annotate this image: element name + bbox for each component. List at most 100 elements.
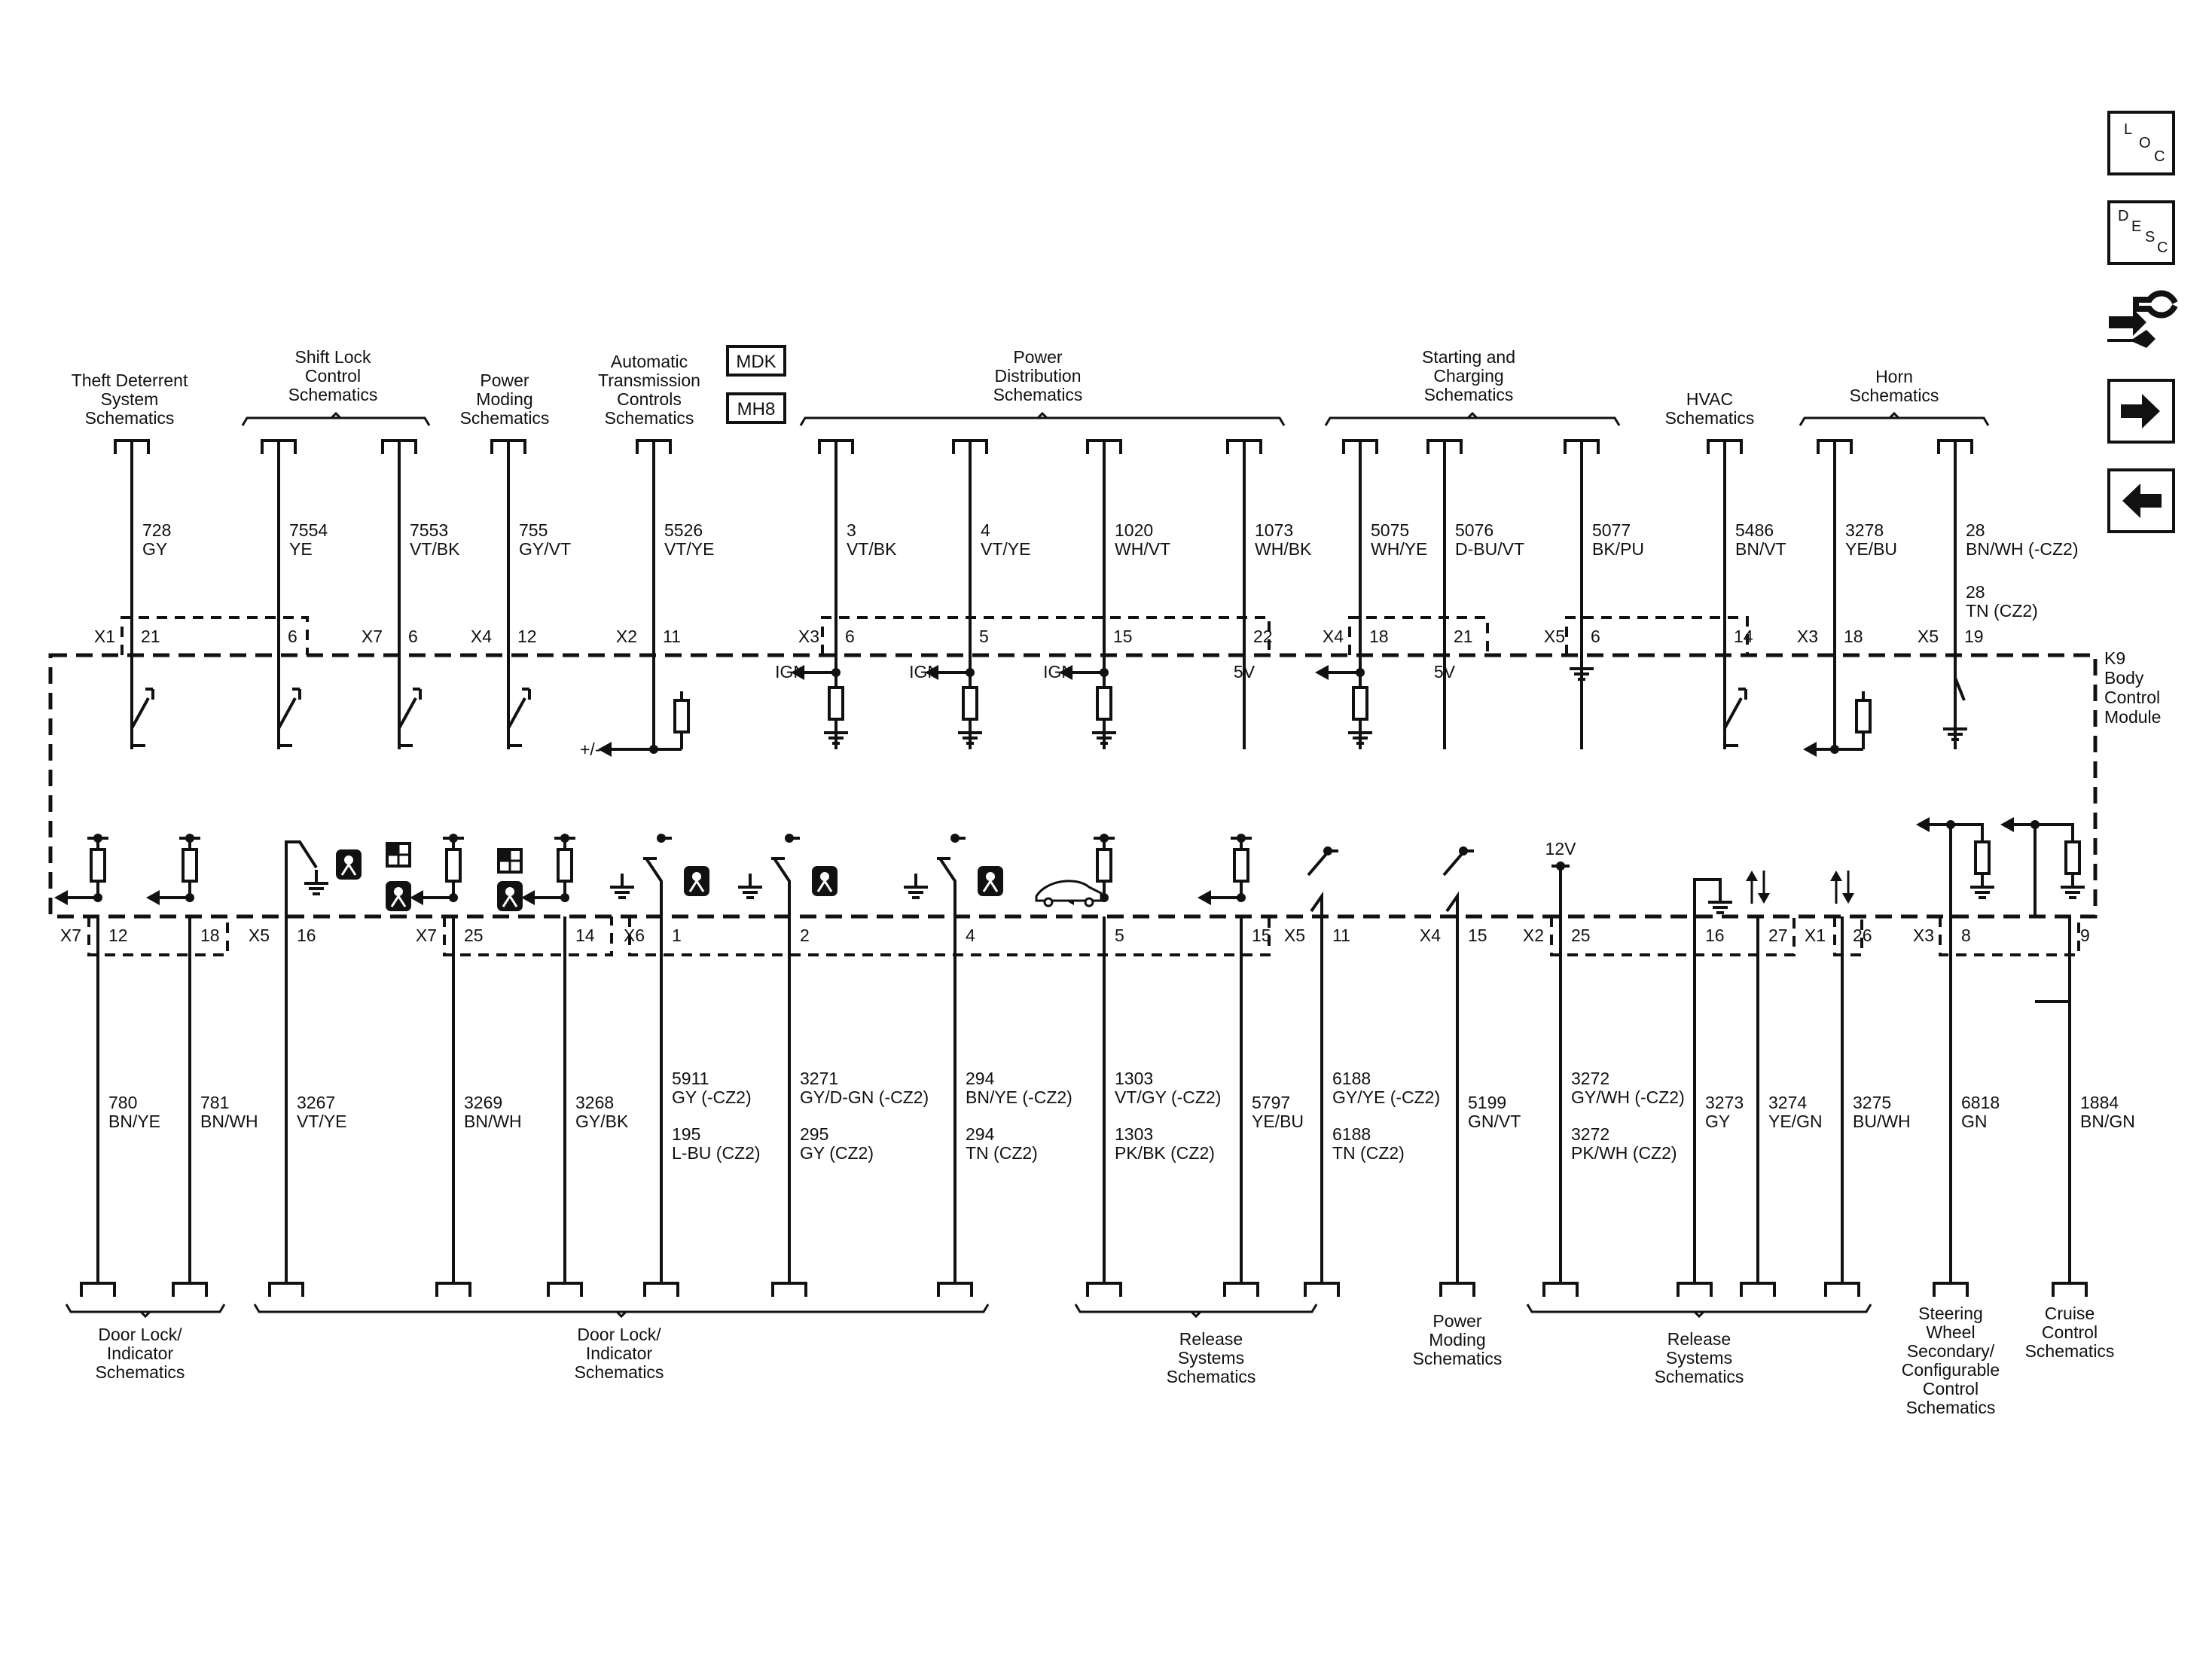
top-switch-2-blade	[398, 697, 417, 729]
bottom-color-1: BN/WH	[200, 1112, 258, 1131]
bottom-connector-17	[2052, 1282, 2088, 1297]
dest-start-line-2: Schematics	[1424, 385, 1514, 404]
bottom-connector-13	[1677, 1282, 1713, 1297]
bracket-release2-tick	[1693, 1310, 1705, 1319]
dest-doorlock1-line-1: Indicator	[107, 1343, 174, 1363]
top-color-13: YE/BU	[1845, 539, 1897, 559]
door-switch-2	[938, 857, 956, 916]
bottom-circuit-16: 6818	[1961, 1093, 2000, 1112]
out-resistor-2	[445, 848, 462, 883]
bottom-circuit-11: 5199	[1468, 1093, 1506, 1112]
door-lock-icon-2-head	[986, 872, 995, 881]
bottom-pin-2: 16	[297, 926, 316, 945]
sw-in-0	[1949, 823, 1984, 916]
bottom-connector-7	[937, 1282, 973, 1297]
bottom-color-2: VT/YE	[297, 1112, 346, 1131]
bottom-pin-6: 2	[800, 926, 810, 945]
bottom-circuit-1: 781	[200, 1093, 229, 1112]
dest-steering-line-3: Configurable	[1902, 1360, 2000, 1380]
ign-arrow-1	[925, 665, 938, 680]
bottom-conn-group-4	[1833, 916, 1863, 956]
top-switch-3-blade	[507, 697, 526, 729]
lock-icon-3-head	[505, 887, 514, 896]
top-circuit-7: 1020	[1115, 520, 1153, 540]
top-conn-4: X2	[616, 627, 637, 646]
dest-doorlock2-line-2: Schematics	[575, 1362, 664, 1382]
bracket-horn	[1799, 416, 1990, 426]
v5-label-1: 5V	[1234, 662, 1256, 682]
top-conn-group-2	[1348, 616, 1489, 655]
bottom-color-6: GY/D-GN (-CZ2)	[800, 1087, 929, 1107]
bracket-horn-tick	[1888, 411, 1900, 419]
out-resistor-4	[1096, 848, 1112, 883]
ign-arrow-2	[1059, 665, 1072, 680]
dest-pmode2-line-1: Moding	[1429, 1330, 1485, 1350]
gnd-3273-lead	[1693, 878, 1722, 916]
bottom-color2-7: TN (CZ2)	[966, 1143, 1038, 1163]
bottom-connector-5	[643, 1282, 679, 1297]
module-label-line-1: Body	[2104, 668, 2144, 688]
sw-in-arrow-0	[1916, 817, 1930, 832]
bottom-circuit2-6: 295	[800, 1124, 828, 1144]
bidir-down-head-1	[1842, 893, 1854, 904]
dest-doorlock2-line-0: Door Lock/	[577, 1325, 661, 1344]
bottom-connector-10	[1304, 1282, 1340, 1297]
bottom-pin-5: 1	[672, 926, 682, 945]
bottom-color2-5: L-BU (CZ2)	[672, 1143, 761, 1163]
bottom-connector-6	[771, 1282, 807, 1297]
next-page-button[interactable]	[2107, 379, 2175, 444]
v12-label: 12V	[1545, 839, 1577, 858]
hvac-switch-blade	[1723, 697, 1743, 729]
top-conn-group-3	[1565, 616, 1749, 655]
ign-arrow-0	[791, 665, 804, 680]
top-circuit-11: 5077	[1592, 520, 1631, 540]
top-conn-5: X3	[798, 627, 819, 646]
lock-icon-1-head	[344, 855, 353, 865]
top-pin-0: 21	[141, 627, 160, 646]
bottom-connector-8	[1086, 1282, 1122, 1297]
dest-shift-line-2: Schematics	[288, 385, 378, 404]
top-circuit-13: 3278	[1845, 520, 1884, 540]
top-pin-14: 19	[1964, 627, 1984, 646]
ign-label-2: IGN	[1043, 662, 1074, 682]
top-color-1: YE	[289, 539, 313, 559]
option-box-mh8	[726, 392, 786, 424]
horn-arrow	[1803, 742, 1817, 757]
description-button[interactable]: D E S C	[2107, 200, 2175, 265]
top-conn-2: X7	[362, 627, 383, 646]
option-mdk: MDK	[736, 352, 776, 372]
sw-in-resistor-1	[2064, 840, 2081, 875]
ign-label-1: IGN	[909, 662, 940, 682]
top-color-2: VT/BK	[410, 539, 460, 559]
bracket-release1	[1074, 1304, 1318, 1313]
out-topdot-0	[93, 834, 102, 843]
door-lock-icon-1-head	[820, 872, 829, 881]
window-icon-2-fill	[499, 849, 510, 861]
previous-page-button[interactable]	[2107, 468, 2175, 533]
top-pin-7: 15	[1113, 627, 1133, 646]
top-color-14: BN/WH (-CZ2)	[1966, 539, 2078, 559]
top-color2-14: TN (CZ2)	[1966, 601, 2038, 621]
bottom-connector-3	[435, 1282, 471, 1297]
bottom-circuit2-7: 294	[966, 1124, 995, 1144]
dest-release2-line-1: Systems	[1666, 1348, 1732, 1368]
rel-switch-1	[1445, 891, 1459, 916]
location-button[interactable]: L O C	[2107, 111, 2175, 175]
door-topdot-1	[785, 834, 794, 843]
option-box-mdk	[726, 345, 786, 377]
bidir-up-head-0	[1746, 871, 1758, 881]
bottom-connector-2	[268, 1282, 304, 1297]
bidir-down-head-0	[1758, 893, 1770, 904]
bottom-circuit-7: 294	[966, 1069, 995, 1088]
bottom-conn-group-3	[1550, 916, 1796, 956]
bottom-circuit2-5: 195	[672, 1124, 700, 1144]
car-wheel-1	[1043, 897, 1054, 907]
service-tools-icon[interactable]	[2103, 286, 2181, 352]
atc-arrow	[598, 742, 612, 757]
dest-hvac-line-1: Schematics	[1665, 408, 1755, 428]
dest-atc-line-1: Transmission	[598, 371, 700, 390]
loc-letter-l: L	[2124, 121, 2133, 138]
bottom-connector-12	[1542, 1282, 1579, 1297]
top-circuit-1: 7554	[289, 520, 328, 540]
